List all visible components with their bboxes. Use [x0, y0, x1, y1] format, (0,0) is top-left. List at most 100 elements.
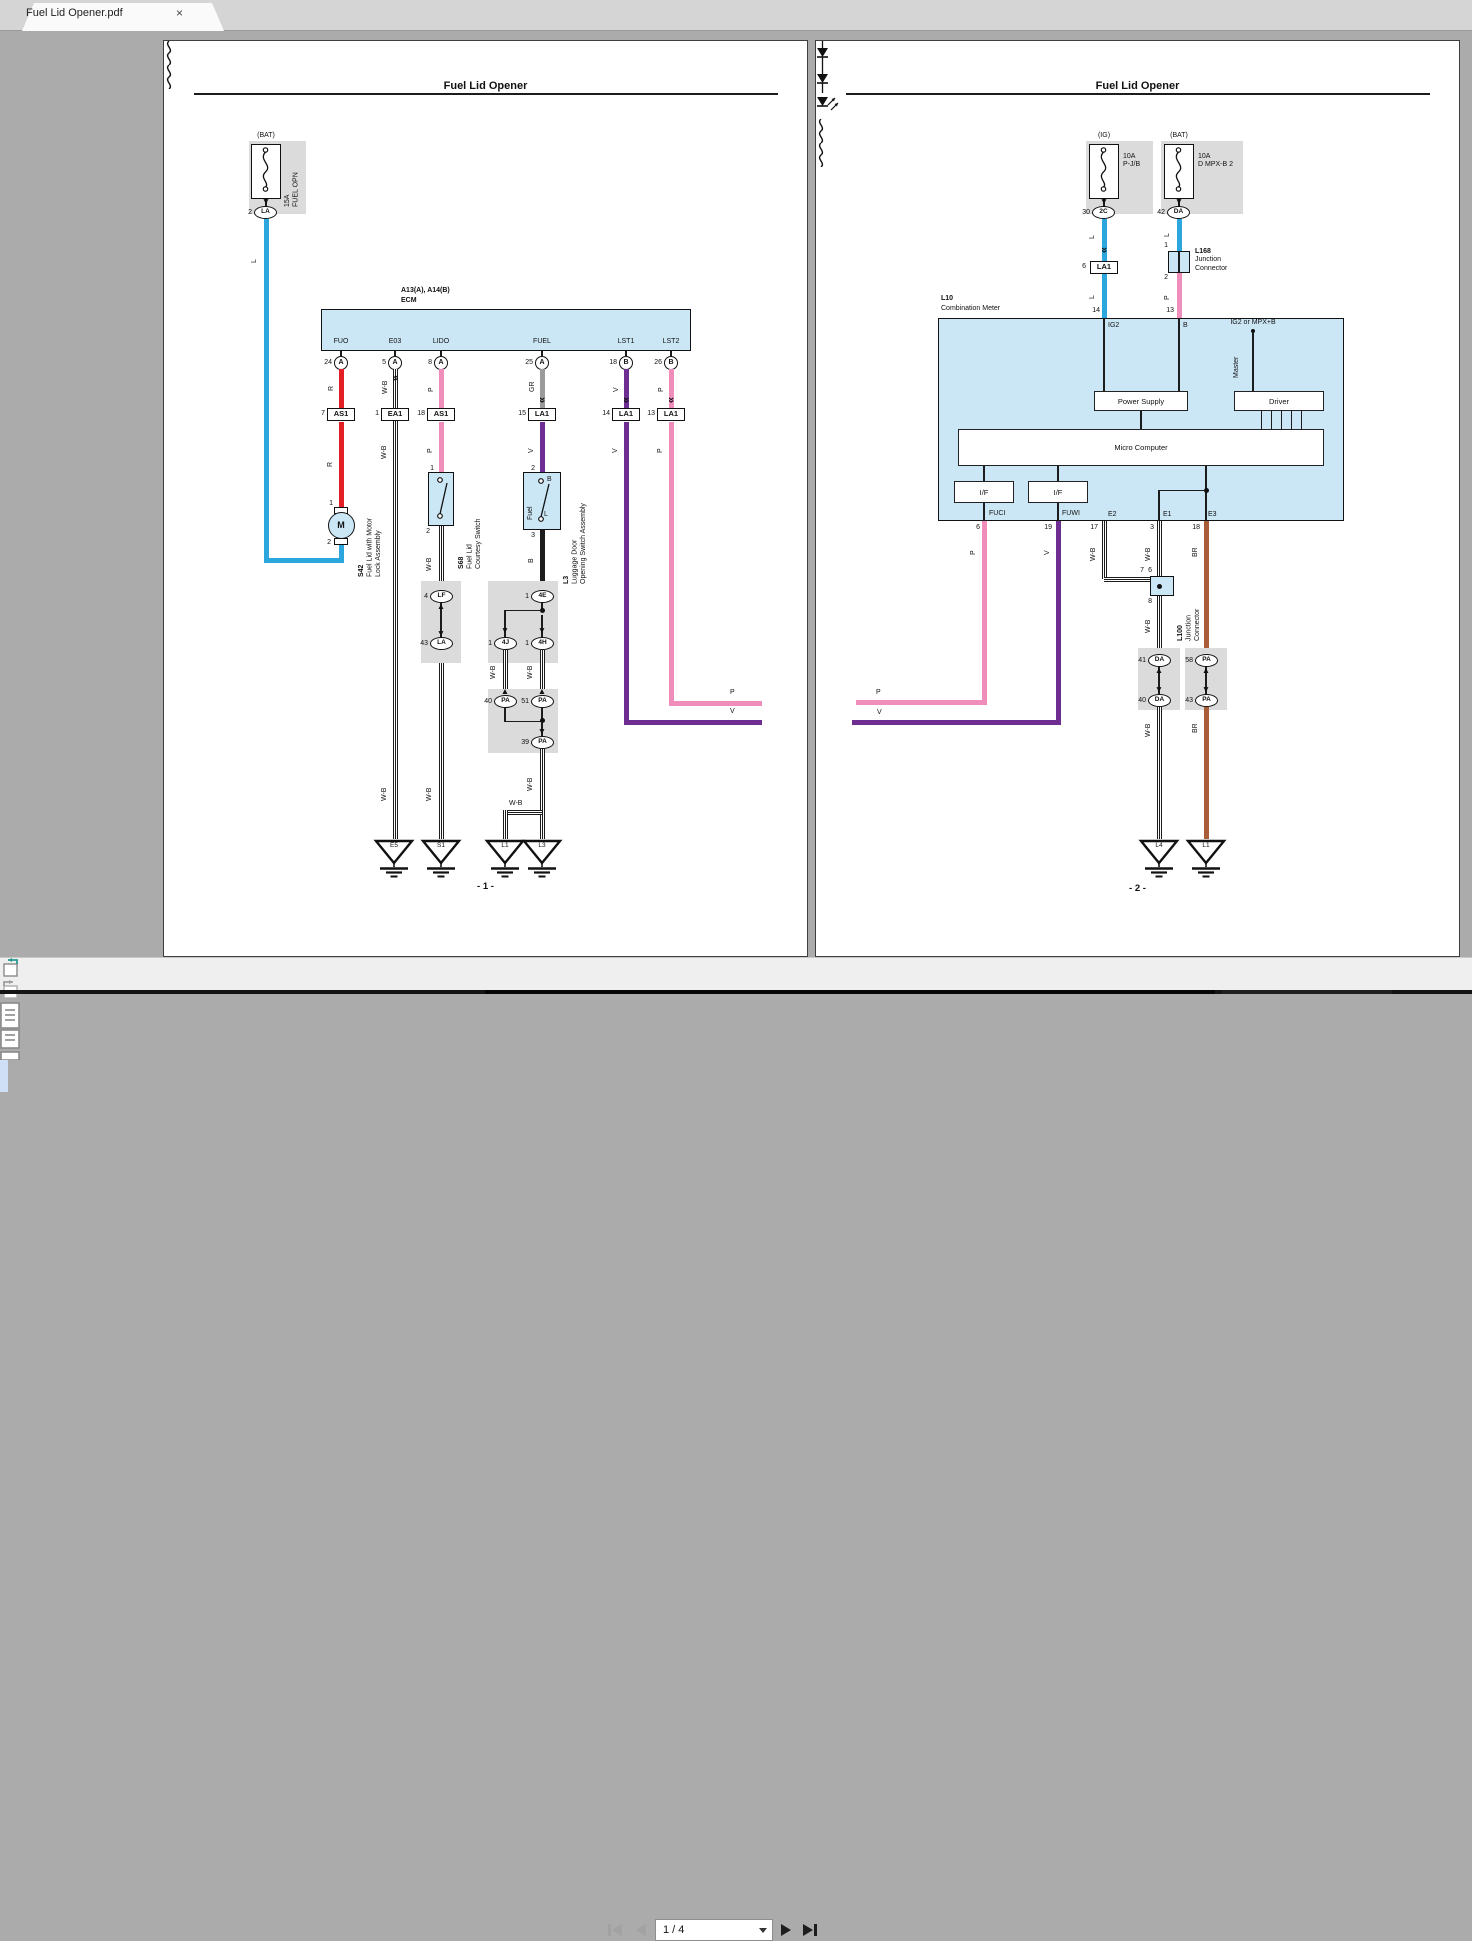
- wire-segment: [1101, 521, 1107, 579]
- dropdown-caret-icon: [759, 1928, 767, 1933]
- pin-number: 1: [430, 465, 434, 472]
- inline-connector: LA1: [612, 408, 640, 421]
- connector-line: [340, 351, 342, 356]
- next-page-button[interactable]: [781, 1921, 791, 1939]
- pdf-tab[interactable]: [22, 3, 224, 31]
- chevron-down-icon: [1098, 244, 1110, 256]
- previous-page-button[interactable]: [636, 1921, 646, 1939]
- component-desc: Opening Switch Assembly: [579, 503, 587, 584]
- wire-segment: [623, 369, 629, 408]
- pin-number: 14: [1092, 307, 1100, 314]
- page-number-combo[interactable]: 1 / 4: [655, 1919, 773, 1941]
- connector-oval: 4J: [494, 637, 517, 650]
- power-source-label: (BAT): [1170, 132, 1188, 139]
- connector-line: [983, 466, 985, 481]
- pin-number: 2: [327, 539, 331, 546]
- fuse-rating: 10A: [1198, 153, 1211, 160]
- pin-number: 4: [424, 593, 428, 600]
- first-page-button[interactable]: [608, 1921, 622, 1939]
- component-desc: Fuel Lid with Motor: [366, 517, 374, 577]
- wire-segment: [539, 650, 545, 695]
- ecm-connector-codes: A13(A), A14(B): [401, 287, 450, 294]
- pin-number: 2: [531, 465, 535, 472]
- pin-circle: A: [334, 356, 348, 370]
- previous-view-button[interactable]: [0, 958, 1472, 980]
- ground-symbol: L3: [520, 839, 564, 881]
- connector-line: [1271, 411, 1273, 429]
- pin-number: 15: [518, 410, 526, 417]
- wire-color-label: W-B: [1145, 723, 1152, 737]
- component-desc: Fuel Lid: [466, 544, 474, 569]
- connector-line: [504, 708, 506, 722]
- wire-color-label: P: [730, 689, 735, 696]
- ecm-pin-name: FUO: [333, 338, 349, 345]
- connector-line: [1301, 411, 1303, 429]
- meter-pin-name: E2: [1108, 511, 1117, 518]
- arrowhead-icon: [436, 602, 446, 611]
- wire-segment: [1156, 707, 1162, 839]
- wire-color-label: BR: [1192, 723, 1199, 733]
- pin-circle: A: [388, 356, 402, 370]
- wire-color-label: W-B: [527, 777, 534, 791]
- connector-line: [1140, 411, 1142, 429]
- wire-color-label: W-B: [381, 445, 388, 459]
- connector-oval: DA: [1167, 206, 1190, 219]
- pin-number: 1: [488, 640, 492, 647]
- pin-number: 25: [525, 359, 533, 366]
- wire-segment: [438, 422, 444, 472]
- tab-close-icon[interactable]: ×: [176, 6, 184, 20]
- arrowhead-icon: [1099, 197, 1109, 206]
- wire-segment: [503, 810, 542, 815]
- connector-line: [504, 720, 543, 722]
- component-desc: Lock Assembly: [374, 530, 382, 577]
- connector-line: [1205, 667, 1207, 694]
- component-desc: Junction: [1195, 256, 1222, 264]
- power-source-label: (IG): [1097, 132, 1111, 139]
- wire-color-label: P: [1164, 295, 1171, 300]
- connector-oval: 4H: [531, 637, 554, 650]
- inline-connector: LA1: [528, 408, 556, 421]
- connector-line: [1205, 466, 1207, 521]
- component-desc: Courtesy Switch: [474, 518, 482, 569]
- last-page-button[interactable]: [803, 1921, 817, 1939]
- ground-label: S1: [437, 842, 445, 849]
- wire-color-label: P: [970, 550, 977, 555]
- pin-number: 41: [1138, 657, 1146, 664]
- connector-line: [670, 351, 672, 356]
- continuous-view-button[interactable]: [0, 1029, 1472, 1060]
- wire-color-label: W-B: [527, 665, 534, 679]
- connector-line: [1158, 489, 1206, 491]
- wire-segment: [623, 422, 629, 723]
- connector-oval: 4E: [531, 590, 554, 603]
- meter-pin-name: IG2: [1108, 322, 1120, 329]
- ecm-pin-name: LIDO: [432, 338, 450, 345]
- pin-number: 1: [1164, 242, 1168, 249]
- taskbar-segment: [1222, 990, 1392, 994]
- wire-segment: [1176, 219, 1182, 251]
- connector-line: [1178, 251, 1180, 273]
- inline-connector: LA1: [657, 408, 685, 421]
- inline-connector: AS1: [427, 408, 455, 421]
- arrowhead-icon: [1154, 685, 1164, 694]
- driver-block: Driver: [1234, 391, 1324, 411]
- pin-number: 40: [484, 698, 492, 705]
- pin-number: 24: [324, 359, 332, 366]
- pin-number: 58: [1185, 657, 1193, 664]
- wire-color-label: R: [327, 461, 334, 467]
- meter-pin-name: FUWI: [1062, 510, 1080, 517]
- facing-view-button[interactable]: [0, 1060, 8, 1092]
- wire-segment: [502, 650, 508, 695]
- wire-color-label: V: [613, 387, 620, 392]
- pin-number: 18: [417, 410, 425, 417]
- ground-label: E5: [390, 842, 398, 849]
- junction-dot: [1156, 583, 1162, 589]
- pin-number: 5: [382, 359, 386, 366]
- switch-inner-label: Fuel: [527, 506, 534, 520]
- pin-number: 8: [1148, 598, 1152, 605]
- ground-symbol: L1: [1184, 839, 1228, 881]
- ground-label: L3: [538, 842, 546, 849]
- single-page-view-button[interactable]: [0, 1002, 1472, 1029]
